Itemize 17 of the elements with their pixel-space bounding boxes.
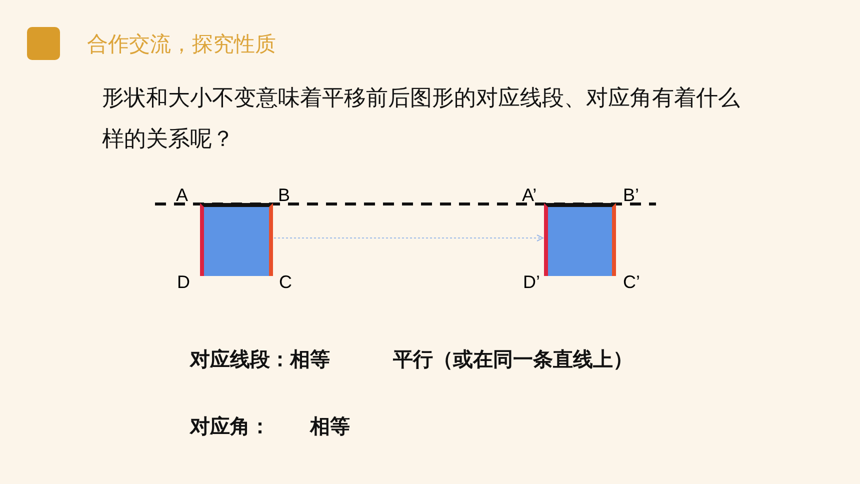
title: 合作交流，探究性质 — [87, 34, 276, 55]
answer-text: 对应角： — [190, 416, 270, 436]
answer-text: 相等 — [310, 416, 350, 436]
point-label: A’ — [522, 186, 537, 204]
point-label: A — [176, 186, 188, 204]
point-label: B’ — [623, 186, 640, 204]
point-label: D — [177, 273, 190, 291]
point-label: B — [278, 186, 290, 204]
point-label: C — [279, 273, 292, 291]
answer-text: 对应线段：相等 — [190, 349, 330, 369]
point-label: C’ — [623, 273, 640, 291]
point-label: D’ — [523, 273, 540, 291]
arrow — [274, 234, 544, 242]
answer-text: 平行（或在同一条直线上） — [393, 349, 633, 369]
square — [544, 203, 616, 276]
question-text: 形状和大小不变意味着平移前后图形的对应线段、对应角有着什么样的关系呢？ — [102, 85, 741, 154]
square — [200, 203, 273, 276]
